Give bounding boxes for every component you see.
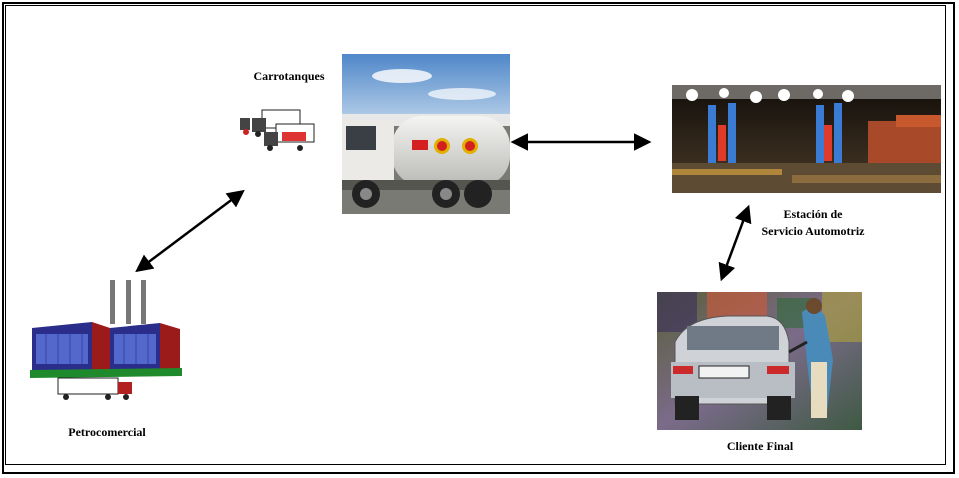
station-label-line2: Servicio Automotriz bbox=[761, 224, 865, 238]
fuel-truck-photo bbox=[342, 54, 510, 214]
refinery-label: Petrocomercial bbox=[68, 425, 146, 439]
client-label: Cliente Final bbox=[726, 439, 794, 453]
diagram-inner-frame bbox=[5, 5, 946, 465]
gas-station-photo bbox=[672, 85, 941, 193]
station-label: Estación de Servicio Automotriz bbox=[752, 206, 874, 240]
station-label-line1: Estación de bbox=[783, 207, 843, 221]
tanker-trucks-icon bbox=[240, 109, 315, 151]
factory-icon bbox=[30, 280, 182, 400]
refueling-car-photo bbox=[657, 292, 862, 430]
arrow-station-client bbox=[718, 204, 752, 282]
arrow-refinery-tankers bbox=[135, 189, 245, 273]
tankers-label: Carrotanques bbox=[253, 69, 325, 83]
